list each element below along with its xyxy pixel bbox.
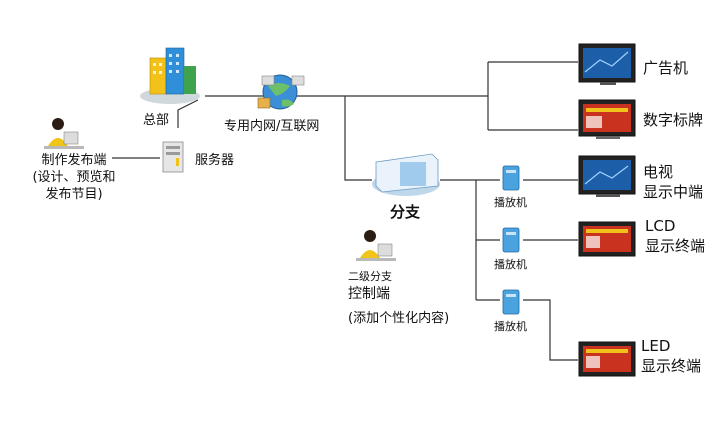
network-label: 专用内网/互联网	[224, 119, 320, 134]
player-2-label: 播放机	[494, 258, 527, 271]
line-main-down-to-branch	[344, 96, 372, 181]
signage-label: 数字标牌	[643, 111, 704, 129]
headquarters-buildings-icon	[140, 47, 200, 104]
branch-control-label: 二级分支 控制端 (添加个性化内容)	[348, 268, 449, 327]
branch-building-icon	[372, 153, 440, 196]
branch-control-line-3: (添加个性化内容)	[348, 311, 450, 326]
led-label-line-2: 显示终端	[641, 357, 702, 375]
branch-controller-icon	[356, 230, 396, 261]
led-label-line-1: LED	[641, 337, 671, 355]
producer-label-line-3: 发布节目)	[45, 187, 103, 202]
server-icon	[162, 141, 184, 173]
ad-machine-label: 广告机	[643, 59, 689, 77]
ad-machine-screen-icon	[578, 43, 636, 85]
player-1-icon	[502, 165, 520, 191]
player-3-icon	[502, 289, 520, 315]
producer-label: 制作发布端 (设计、预览和 发布节目)	[26, 152, 122, 203]
tv-label-line-2: 显示中端	[643, 183, 704, 201]
led-screen-icon	[578, 341, 636, 377]
signage-screen-icon	[578, 99, 636, 139]
player-1-label: 播放机	[494, 196, 527, 209]
led-label: LED 显示终端	[641, 336, 701, 376]
hq-label: 总部	[143, 113, 170, 128]
tv-label-line-1: 电视	[643, 163, 674, 181]
lcd-label: LCD 显示终端	[645, 216, 705, 256]
tv-label: 电视 显示中端	[643, 162, 703, 202]
branch-control-line-1: 二级分支	[348, 270, 392, 283]
tv-screen-icon	[578, 155, 636, 197]
branch-label: 分支	[390, 203, 421, 221]
player-3-label: 播放机	[494, 320, 527, 333]
lcd-label-line-2: 显示终端	[645, 237, 706, 255]
lcd-label-line-1: LCD	[645, 217, 676, 235]
internet-globe-icon	[257, 74, 305, 110]
producer-workstation-icon	[44, 118, 84, 149]
producer-label-line-2: (设计、预览和	[32, 170, 116, 185]
producer-label-line-1: 制作发布端	[41, 153, 107, 168]
connection-lines	[112, 61, 578, 361]
player-2-icon	[502, 227, 520, 253]
branch-control-line-2: 控制端	[348, 286, 390, 302]
line-player3-to-led	[523, 299, 578, 361]
line-server-to-hq	[177, 99, 199, 128]
lcd-screen-icon	[578, 221, 636, 257]
server-label: 服务器	[195, 153, 235, 168]
